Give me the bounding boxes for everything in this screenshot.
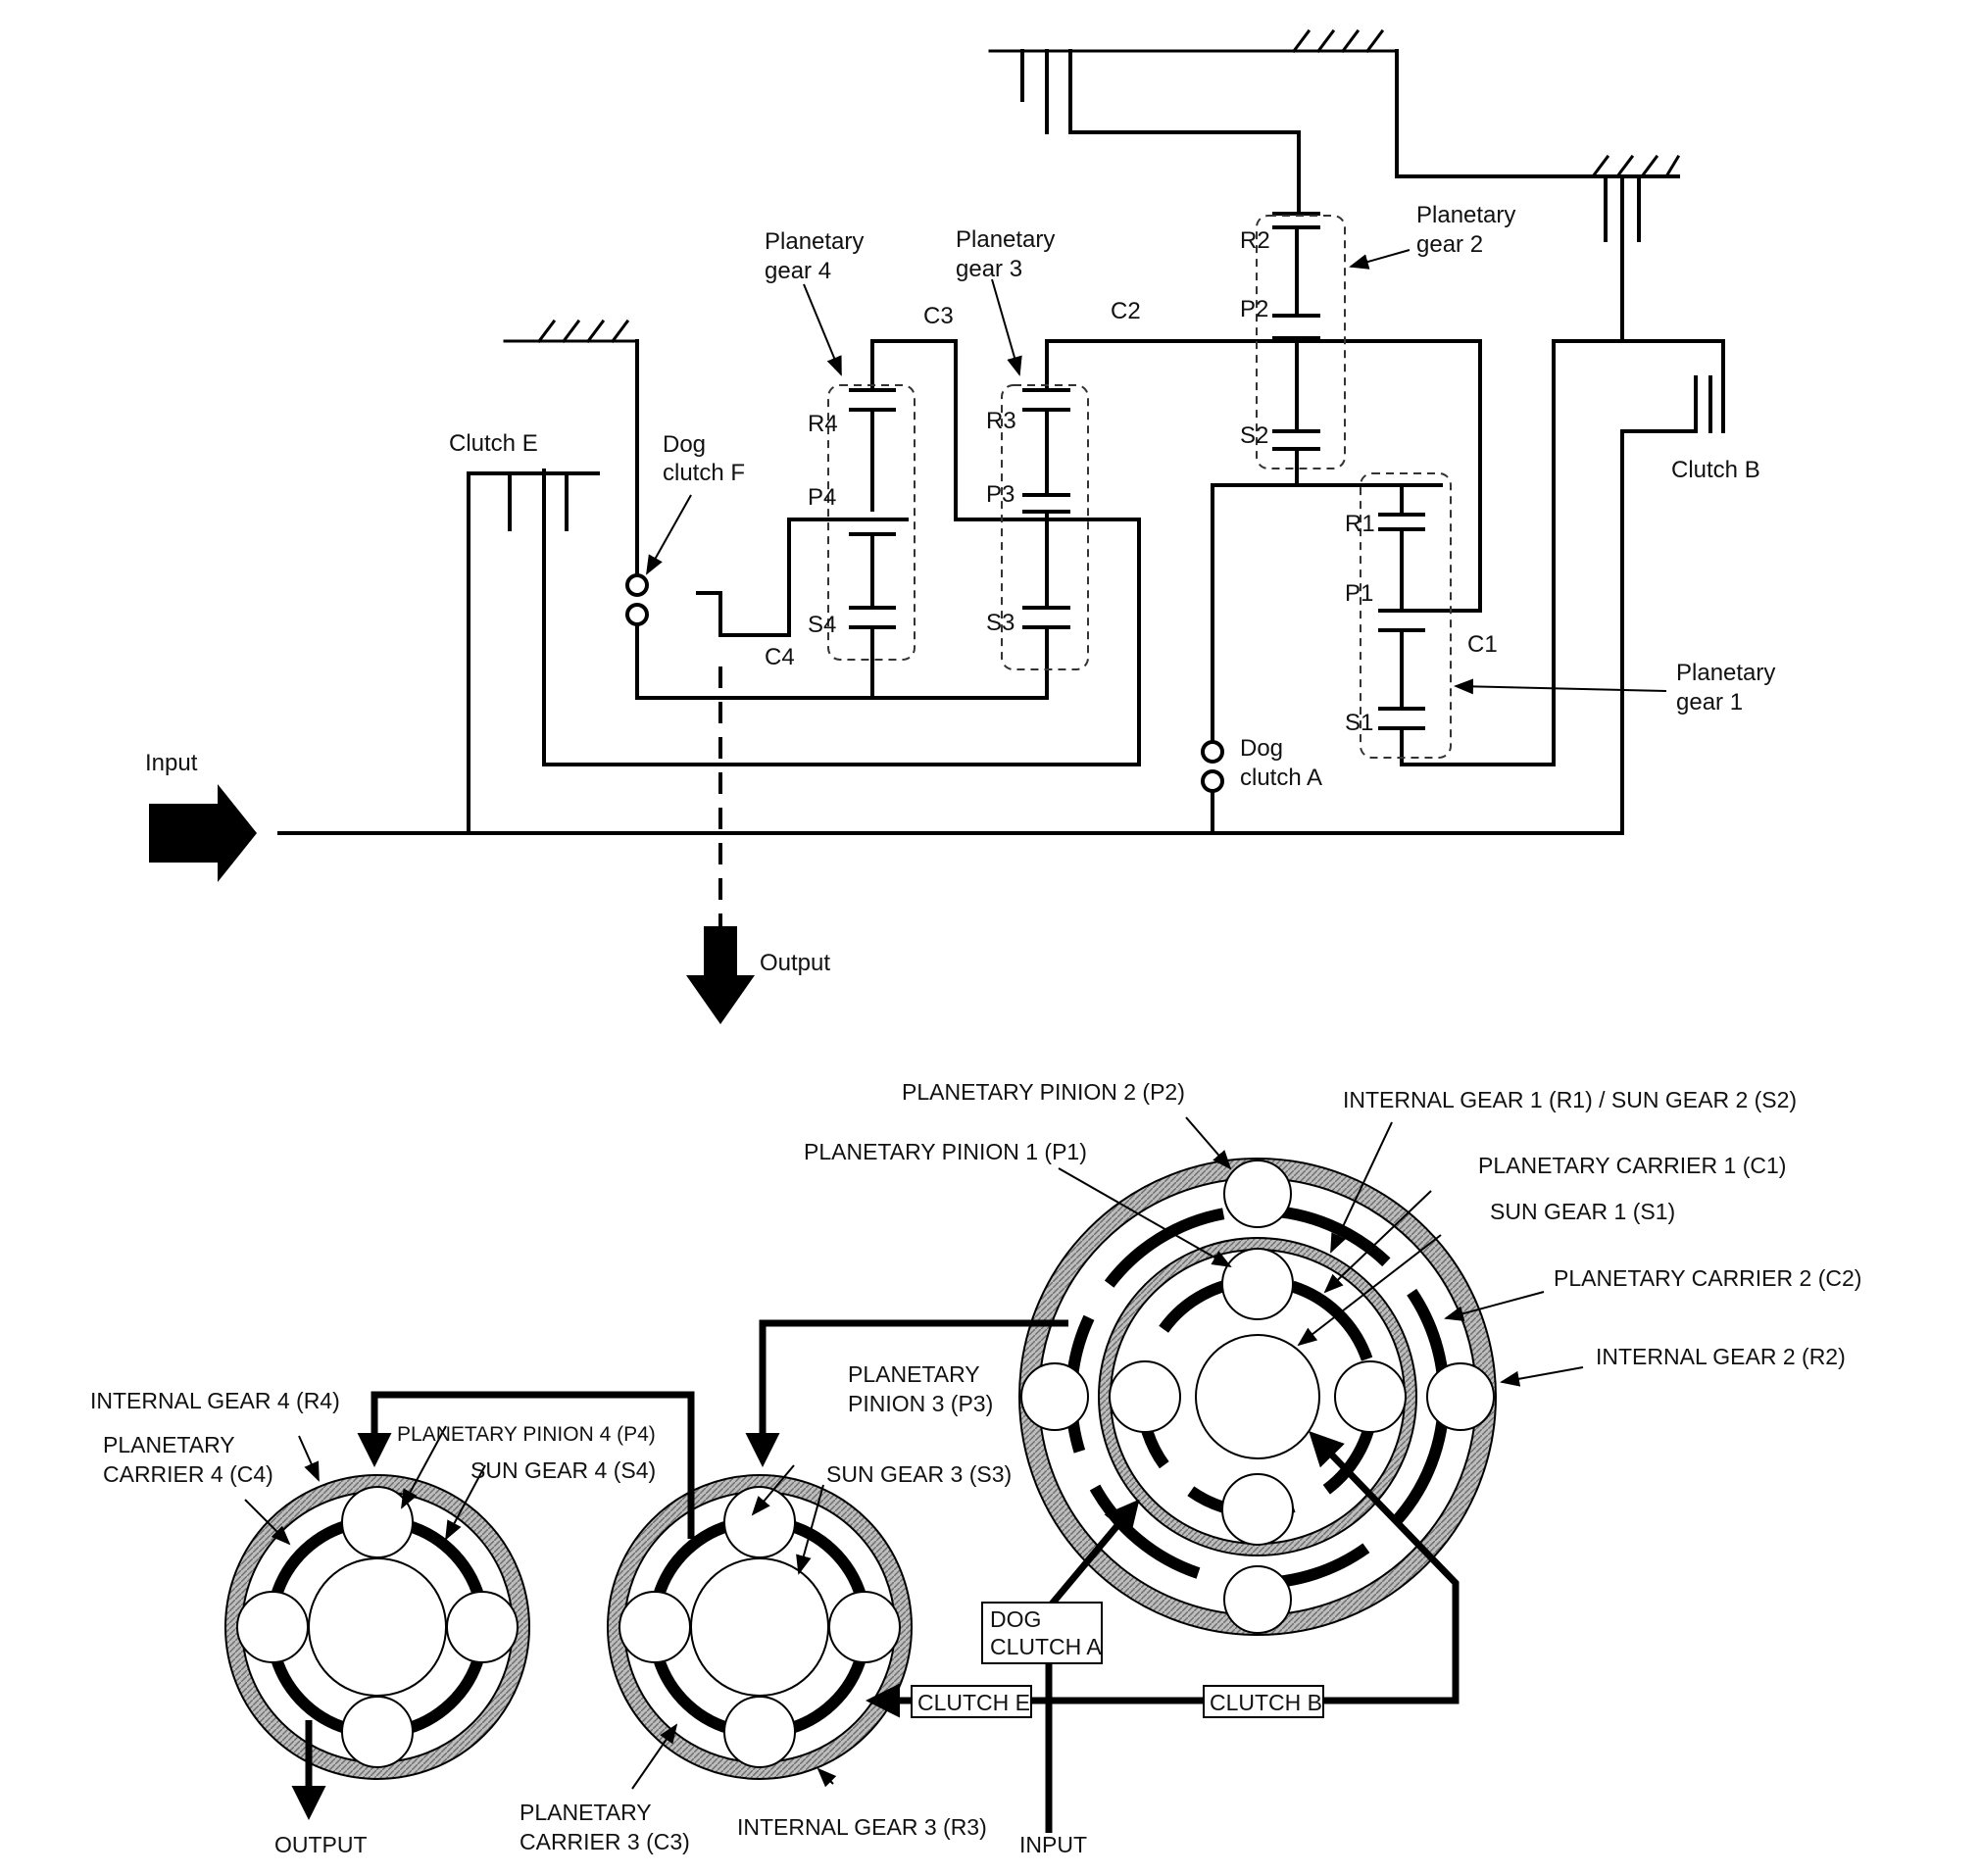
- label-c2: C2: [1111, 298, 1141, 324]
- label-p3: P3: [986, 481, 1015, 508]
- dog-clutch-f-upper: [625, 573, 649, 597]
- ring-label-input: INPUT: [1019, 1832, 1087, 1857]
- label-clutch-b: Clutch B: [1671, 457, 1760, 483]
- pinion-p4-top: [341, 1486, 414, 1558]
- ring-label-c3-2: CARRIER 3 (C3): [520, 1829, 690, 1854]
- label-planetary-gear-1-2: gear 1: [1676, 689, 1743, 716]
- ground-hatch-top: [503, 28, 1681, 344]
- pinion-p1-left: [1109, 1360, 1181, 1433]
- ring-label-s1: SUN GEAR 1 (S1): [1490, 1199, 1675, 1224]
- planetary-gear-3-box: [1001, 384, 1089, 670]
- pinion-p2-left: [1020, 1362, 1089, 1431]
- planetary-gear-1-box: [1360, 472, 1452, 759]
- label-p2: P2: [1240, 296, 1268, 322]
- label-planetary-gear-3-2: gear 3: [956, 256, 1022, 282]
- ring-label-r2: INTERNAL GEAR 2 (R2): [1596, 1344, 1846, 1369]
- ring-label-s3: SUN GEAR 3 (S3): [826, 1461, 1012, 1487]
- stick-schematic: Input Output Clutch E Clutch B Dog clutc…: [145, 28, 1775, 1024]
- ring-label-c3-1: PLANETARY: [520, 1800, 652, 1825]
- ring-label-p1: PLANETARY PINION 1 (P1): [804, 1139, 1087, 1164]
- pinion-p3-top: [723, 1486, 796, 1558]
- label-planetary-gear-1-1: Planetary: [1676, 660, 1775, 686]
- sun-gear-1: [1195, 1334, 1320, 1459]
- pinion-p3-bottom: [723, 1696, 796, 1768]
- label-clutch-e: Clutch E: [449, 430, 538, 457]
- pinion-p4-bottom: [341, 1696, 414, 1768]
- gear-set-4: [224, 1474, 530, 1780]
- pinion-p3-right: [828, 1591, 901, 1663]
- clutch-e-box: [911, 1685, 1032, 1718]
- label-input: Input: [145, 750, 198, 776]
- pinion-p1-right: [1334, 1360, 1407, 1433]
- label-dog-clutch-a-1: Dog: [1240, 735, 1283, 762]
- clutch-b-box: [1203, 1685, 1324, 1718]
- ring-label-c2: PLANETARY CARRIER 2 (C2): [1554, 1265, 1861, 1291]
- ring-label-dog-clutch-a-1: DOG: [990, 1606, 1041, 1632]
- pinion-p3-left: [619, 1591, 691, 1663]
- ring-label-clutch-b: CLUTCH B: [1210, 1690, 1322, 1715]
- label-r2: R2: [1240, 227, 1270, 254]
- label-planetary-gear-3-1: Planetary: [956, 226, 1055, 253]
- label-p4: P4: [808, 484, 836, 511]
- ring-label-s4: SUN GEAR 4 (S4): [470, 1457, 656, 1483]
- pinion-p4-right: [446, 1591, 519, 1663]
- label-s1: S1: [1345, 710, 1373, 736]
- label-output: Output: [760, 950, 830, 976]
- ring-label-r4: INTERNAL GEAR 4 (R4): [90, 1388, 340, 1413]
- planetary-gear-4-box: [827, 384, 916, 661]
- pinion-p4-left: [236, 1591, 309, 1663]
- input-arrow: [149, 784, 257, 882]
- label-planetary-gear-4-1: Planetary: [765, 228, 864, 255]
- label-dog-clutch-a-2: clutch A: [1240, 765, 1322, 791]
- gear-set-3: [607, 1474, 913, 1780]
- label-p1: P1: [1345, 580, 1373, 607]
- ring-label-c4-1: PLANETARY: [103, 1432, 235, 1457]
- label-r4: R4: [808, 411, 838, 437]
- label-c4: C4: [765, 644, 795, 670]
- ring-label-dog-clutch-a-2: CLUTCH A: [990, 1634, 1102, 1659]
- ring-label-clutch-e: CLUTCH E: [917, 1690, 1030, 1715]
- label-r3: R3: [986, 408, 1016, 434]
- sun-gear-4: [308, 1557, 447, 1697]
- ring-label-r3: INTERNAL GEAR 3 (R3): [737, 1814, 987, 1840]
- label-c3: C3: [923, 303, 954, 329]
- pinion-p2-bottom: [1223, 1565, 1292, 1634]
- label-dog-clutch-f-1: Dog: [663, 431, 706, 458]
- pinion-p1-bottom: [1221, 1473, 1294, 1546]
- ring-label-r1-s2: INTERNAL GEAR 1 (R1) / SUN GEAR 2 (S2): [1343, 1087, 1797, 1112]
- label-planetary-gear-4-2: gear 4: [765, 258, 831, 284]
- dog-clutch-f-lower: [625, 603, 649, 626]
- output-arrow: [686, 926, 755, 1024]
- ring-label-p3-1: PLANETARY: [848, 1361, 980, 1387]
- label-c1: C1: [1467, 631, 1498, 658]
- dog-clutch-a-lower: [1201, 769, 1224, 793]
- sun-gear-3: [690, 1557, 829, 1697]
- gear-set-1-2: [1018, 1158, 1497, 1636]
- pinion-p1-top: [1221, 1248, 1294, 1320]
- label-s4: S4: [808, 612, 836, 638]
- planetary-gear-2-box: [1256, 215, 1346, 469]
- ring-label-c1: PLANETARY CARRIER 1 (C1): [1478, 1153, 1786, 1178]
- ring-label-c4-2: CARRIER 4 (C4): [103, 1461, 273, 1487]
- label-s3: S3: [986, 610, 1015, 636]
- ring-diagram: DOG CLUTCH A CLUTCH E CLUTCH B PLANETARY…: [90, 1079, 1861, 1857]
- ring-label-p4: PLANETARY PINION 4 (P4): [397, 1423, 656, 1446]
- label-r1: R1: [1345, 511, 1375, 537]
- ring-label-p2: PLANETARY PINION 2 (P2): [902, 1079, 1185, 1105]
- ring-label-output: OUTPUT: [274, 1832, 368, 1857]
- dog-clutch-a-upper: [1201, 740, 1224, 764]
- dog-clutch-a-box: [981, 1602, 1103, 1664]
- pinion-p2-top: [1223, 1160, 1292, 1228]
- label-planetary-gear-2-2: gear 2: [1416, 231, 1483, 258]
- ring-label-p3-2: PINION 3 (P3): [848, 1391, 993, 1416]
- pinion-p2-right: [1426, 1362, 1495, 1431]
- label-s2: S2: [1240, 422, 1268, 449]
- label-planetary-gear-2-1: Planetary: [1416, 202, 1515, 228]
- label-dog-clutch-f-2: clutch F: [663, 460, 745, 486]
